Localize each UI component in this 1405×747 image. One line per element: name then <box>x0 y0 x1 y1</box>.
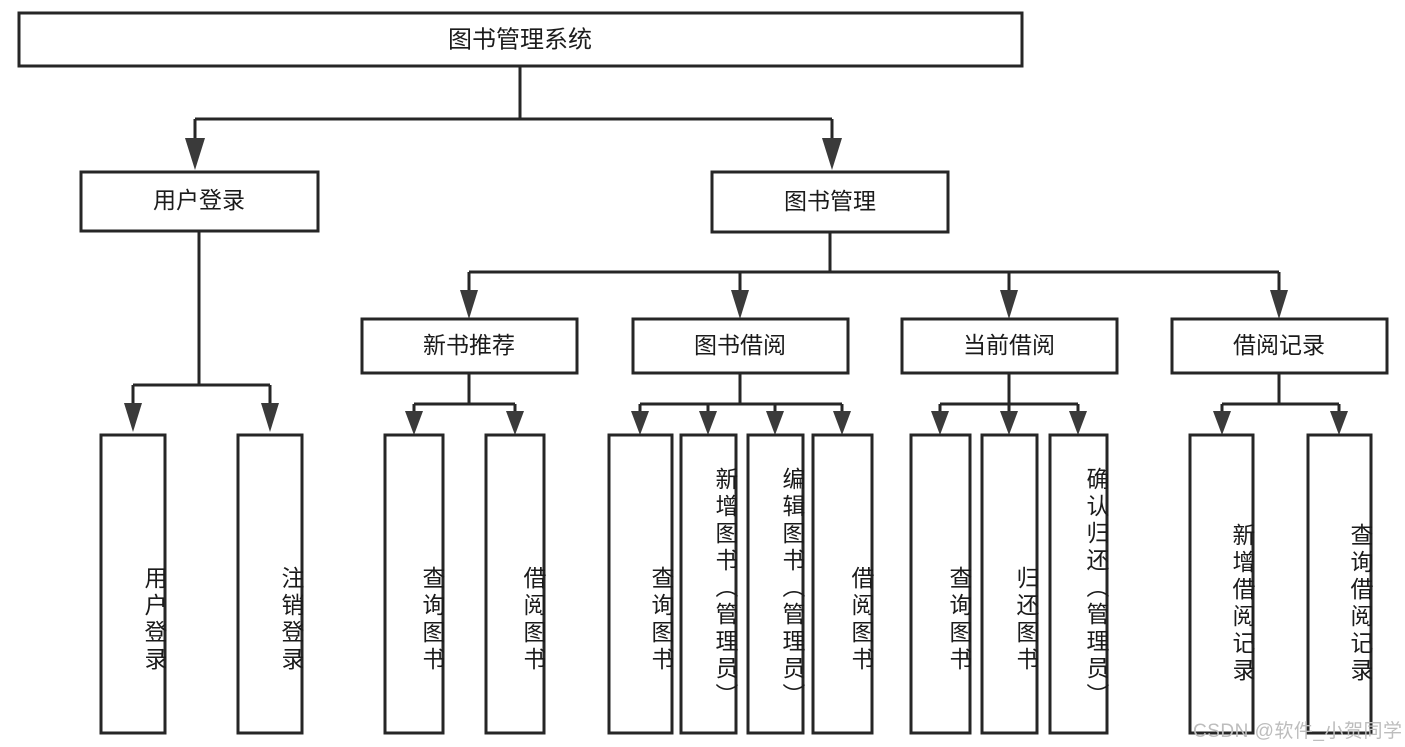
arrow-head-leaf-query-borrow-record <box>1330 411 1348 435</box>
node-root-label: 图书管理系统 <box>448 26 592 53</box>
leaf-box-confirm-return[interactable] <box>1048 433 1109 735</box>
leaf-box-borrow-book-2[interactable] <box>811 433 874 735</box>
leaf-box-query-book-2[interactable] <box>607 433 674 735</box>
node-user-login[interactable]: 用户登录 <box>79 170 320 233</box>
connector-group-current-borrow <box>931 373 1087 435</box>
leaf-box-user-login[interactable] <box>99 433 167 735</box>
arrow-head-leaf-return-book <box>1000 411 1018 435</box>
arrow-head-borrow-record <box>1270 290 1288 319</box>
arrow-head-new-book-recommend <box>460 290 478 319</box>
arrow-head-user-login <box>185 138 205 170</box>
arrow-head-leaf-add-borrow-record <box>1213 411 1231 435</box>
leaf-box-add-borrow-record[interactable] <box>1188 433 1255 735</box>
node-new-book-recommend-box[interactable] <box>360 317 579 375</box>
leaf-box-query-book-1[interactable] <box>383 433 445 735</box>
node-borrow-record-box[interactable] <box>1170 317 1389 375</box>
node-new-book-recommend-label: 新书推荐 <box>423 332 515 358</box>
connector-group-user-login <box>124 231 279 432</box>
arrow-head-leaf-borrow-book-1 <box>506 411 524 435</box>
arrow-head-leaf-query-book-3 <box>931 411 949 435</box>
arrow-head-leaf-confirm-return <box>1069 411 1087 435</box>
arrow-head-current-borrow <box>1000 290 1018 319</box>
node-book-borrow[interactable]: 图书借阅 <box>631 317 850 375</box>
node-borrow-record-label: 借阅记录 <box>1233 332 1325 358</box>
node-book-management[interactable]: 图书管理 <box>710 170 950 234</box>
arrow-head-leaf-logout-login <box>261 403 279 432</box>
node-current-borrow-box[interactable] <box>900 317 1119 375</box>
node-root-box[interactable] <box>17 11 1024 68</box>
node-book-management-label: 图书管理 <box>784 188 876 214</box>
node-user-login-label: 用户登录 <box>153 187 245 213</box>
leaf-box-query-borrow-record[interactable] <box>1306 433 1373 735</box>
connector-group-book-management <box>460 232 1288 319</box>
arrow-head-leaf-add-book <box>699 411 717 435</box>
node-root-book-management-system[interactable]: 图书管理系统 <box>17 11 1024 68</box>
node-book-borrow-label: 图书借阅 <box>694 332 786 358</box>
node-borrow-record[interactable]: 借阅记录 <box>1170 317 1389 375</box>
node-current-borrow[interactable]: 当前借阅 <box>900 317 1119 375</box>
arrow-head-book-management <box>822 138 842 170</box>
node-current-borrow-label: 当前借阅 <box>963 332 1055 358</box>
arrow-head-leaf-edit-book <box>766 411 784 435</box>
leaf-box-edit-book[interactable] <box>746 433 805 735</box>
node-book-borrow-box[interactable] <box>631 317 850 375</box>
watermark-text: CSDN @软件_小贺同学 <box>1193 721 1403 742</box>
connector-group-new-book-recommend <box>405 373 524 435</box>
arrow-head-book-borrow <box>731 290 749 319</box>
leaf-box-query-book-3[interactable] <box>909 433 972 735</box>
leaf-box-return-book[interactable] <box>980 433 1039 735</box>
arrow-head-leaf-query-book-1 <box>405 411 423 435</box>
connector-group-borrow-record <box>1213 373 1348 435</box>
connector-group-root <box>185 66 842 170</box>
leaf-box-logout-login[interactable] <box>236 433 304 735</box>
arrow-head-leaf-query-book-2 <box>631 411 649 435</box>
node-book-management-box[interactable] <box>710 170 950 234</box>
arrow-head-leaf-user-login <box>124 403 142 432</box>
node-user-login-box[interactable] <box>79 170 320 233</box>
leaf-box-borrow-book-1[interactable] <box>484 433 546 735</box>
connector-group-book-borrow <box>631 373 851 435</box>
node-new-book-recommend[interactable]: 新书推荐 <box>360 317 579 375</box>
leaf-box-add-book[interactable] <box>679 433 738 735</box>
arrow-head-leaf-borrow-book-2 <box>833 411 851 435</box>
